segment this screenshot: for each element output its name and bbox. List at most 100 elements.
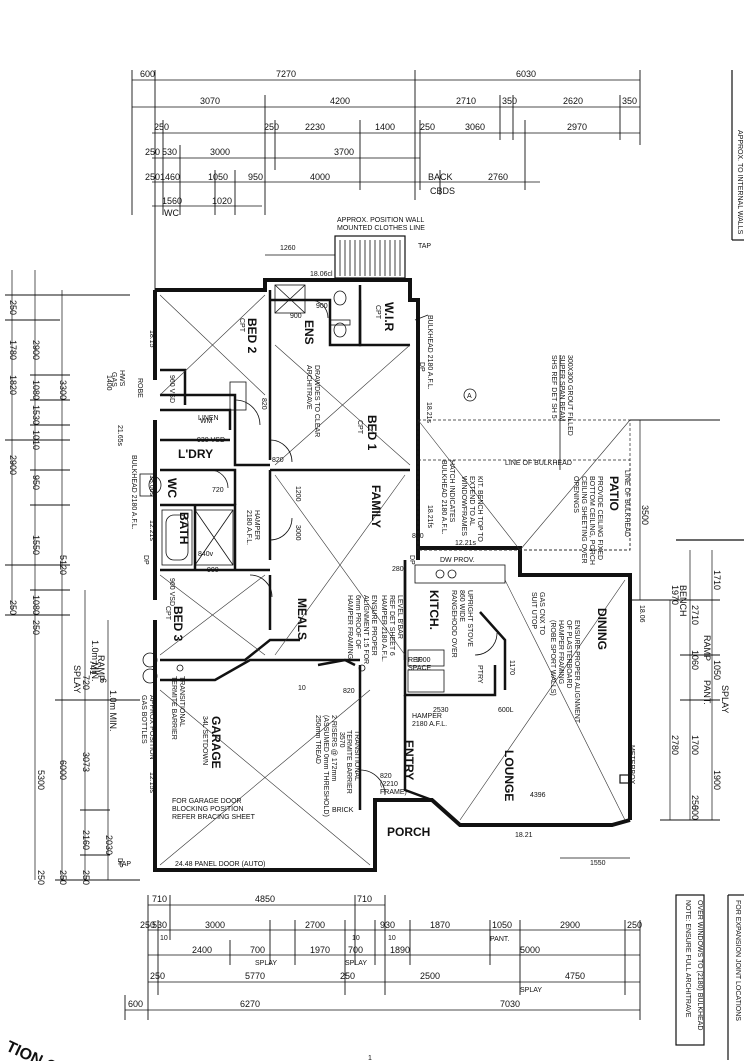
level-bbar-1: LEVEL B'BAR (396, 595, 403, 639)
dp-2: DP (142, 555, 149, 565)
dim-3070: 3070 (200, 96, 220, 106)
patio-label: PATIO (607, 476, 621, 511)
meterbox-label: METERBOX (628, 745, 635, 785)
dim-950: 950 (248, 172, 263, 182)
dim-back: BACK (428, 172, 453, 182)
bdim-splay-a: SPLAY (255, 960, 277, 967)
rdim-2710: 2710 (690, 605, 700, 625)
steps-2: (ASSUMED 0mm THRESHOLD) (322, 715, 329, 817)
idim-840v: 840v (198, 551, 214, 558)
room-bed3-sub: CPT (164, 606, 171, 621)
roof-beam-note: 300X300 GROUT FILLED SUPER SPAN BEAM SHS… (463, 355, 573, 470)
room-garage: GARAGE (209, 716, 223, 769)
dim-1560: 1560 (162, 196, 182, 206)
idim-2530: 2530 (433, 707, 449, 714)
rdim-bench: BENCH (678, 585, 688, 617)
ensure-b-1: ENSURE PROPER (370, 595, 377, 656)
idim-1815: 18.15 (148, 330, 155, 348)
dim-250d: 250 (145, 147, 160, 157)
idim-1170: 1170 (508, 660, 515, 675)
rdim-600: 600 (690, 805, 700, 820)
ldim-250f: 250 (81, 870, 91, 885)
line-of-bulkhead-label: LINE OF BULKHEAD (505, 460, 572, 467)
dp-1: DP (418, 362, 425, 372)
dim-3700: 3700 (334, 147, 354, 157)
bdim-250c: 250 (150, 971, 165, 981)
idim-1806: 18.06 (638, 605, 645, 623)
dw-prov: DW PROV. (440, 557, 475, 564)
idim-820a: 820 (260, 398, 267, 410)
rdim-1970: 1970 (670, 585, 680, 605)
ldim-3300: 3300 (58, 380, 68, 400)
ref-space-1: REF (408, 657, 422, 664)
idim-1221s-b: 12.21s (148, 520, 155, 542)
roof-note-2: SUPER SPAN BEAM (558, 355, 565, 422)
ensure-b-3: 6mm PROOF OF (354, 595, 361, 649)
ldim-5300: 5300 (36, 770, 46, 790)
idim-1400: 1400 (105, 375, 112, 391)
internal-walls-note: APPROX. TO INTERNAL WALLS (736, 130, 743, 235)
gas-cnx-1: GAS CNX TO (538, 592, 545, 635)
wm-label: WM (200, 418, 213, 425)
dp-3: DP (116, 858, 123, 868)
dim-350a: 350 (502, 96, 517, 106)
dim-4200: 4200 (330, 96, 350, 106)
rdim-2780: 2780 (670, 735, 680, 755)
dim-1260: 1260 (280, 245, 296, 252)
dim-2970: 2970 (567, 122, 587, 132)
left-dimension-strings: 250 1780 1820 2900 250 2900 1080 1530 10… (5, 270, 140, 885)
room-ens: ENS (302, 320, 316, 345)
clothes-line-note-1: APPROX. POSITION WALL (337, 217, 424, 224)
room-bed2: BED 2 (245, 318, 259, 354)
dim-1020: 1020 (212, 196, 232, 206)
panel-door: 24.48 PANEL DOOR (AUTO) (175, 861, 266, 868)
bulkhead-note-top: BULKHEAD 2180 A.F.L. (426, 315, 433, 390)
gas-cnx-2: SUIT UTOP (530, 592, 537, 629)
ldim-1080a: 1080 (31, 380, 41, 400)
top-dimension-strings: 600 7270 6030 3070 4200 2710 350 2620 35… (131, 69, 641, 300)
hamper-note-1: HAMPER (253, 510, 260, 540)
ceiling-diagonals (159, 294, 626, 866)
idim-960vsd-b: 960 VSD (168, 578, 175, 606)
ldim-250c: 250 (31, 620, 41, 635)
bdim-10a: 10 (160, 935, 168, 942)
bdim-250d: 250 (340, 971, 355, 981)
ldim-splay: SPLAY (72, 665, 82, 693)
ensure-b-2: ALIGNMENT 1:5 FOR (362, 595, 369, 664)
right-dimension-strings: 3500 1970 2780 1060 1700 600 250 1900 27… (630, 419, 730, 821)
dim-6030: 6030 (516, 69, 536, 79)
bdim-700a: 700 (250, 945, 265, 955)
patio-note-3: CEILING SHEETING OVER (580, 476, 587, 564)
kit-bench-2: EXTEND TO AL (468, 476, 475, 526)
bdim-2400: 2400 (192, 945, 212, 955)
rdim-1710: 1710 (712, 570, 722, 590)
frame-820-3: FRAME) (380, 789, 407, 796)
idim-2165s: 21.65s (116, 425, 123, 447)
idim-1806cl: 18.06cl (310, 271, 333, 278)
idim-860: 860 (412, 533, 424, 540)
ldim-741: 741 (88, 660, 98, 675)
bulkhead-ldry: BULKHEAD 2180 A.F.L. (130, 455, 137, 530)
architrave-note-1: NOTE: ENSURE FULL ARCHITRAVE (684, 900, 691, 1018)
upright-stove-2: 860 WIDE (458, 590, 465, 622)
room-lounge: LOUNGE (502, 750, 516, 801)
ensure-a-2: OF PLASTERBOARD (565, 620, 572, 688)
idim-4396: 4396 (530, 792, 546, 799)
dim-250b: 250 (264, 122, 279, 132)
bdim-splay-c: SPLAY (520, 987, 542, 994)
room-ptry: PTRY (476, 665, 483, 684)
room-linen: LINEN (198, 415, 219, 422)
bdim-5770: 5770 (245, 971, 265, 981)
gas-bottles-1: APPROX POSITION (148, 695, 155, 760)
dim-3000: 3000 (210, 147, 230, 157)
dim-1460: 1460 (160, 172, 180, 182)
idim-1550: 1550 (590, 860, 606, 867)
idim-900b: 900 (207, 567, 219, 574)
garage-door-3: REFER BRACING SHEET (172, 814, 256, 821)
ensure-a-4: (ROBE SPORT WALLS) (549, 620, 556, 696)
ldim-1m-min-a: 1.0m MIN. (90, 640, 100, 682)
room-wir-sub: CPT (374, 305, 381, 320)
bdim-4850: 4850 (255, 894, 275, 904)
hws-2: GAS (110, 372, 117, 387)
ldim-1820: 1820 (8, 375, 18, 395)
